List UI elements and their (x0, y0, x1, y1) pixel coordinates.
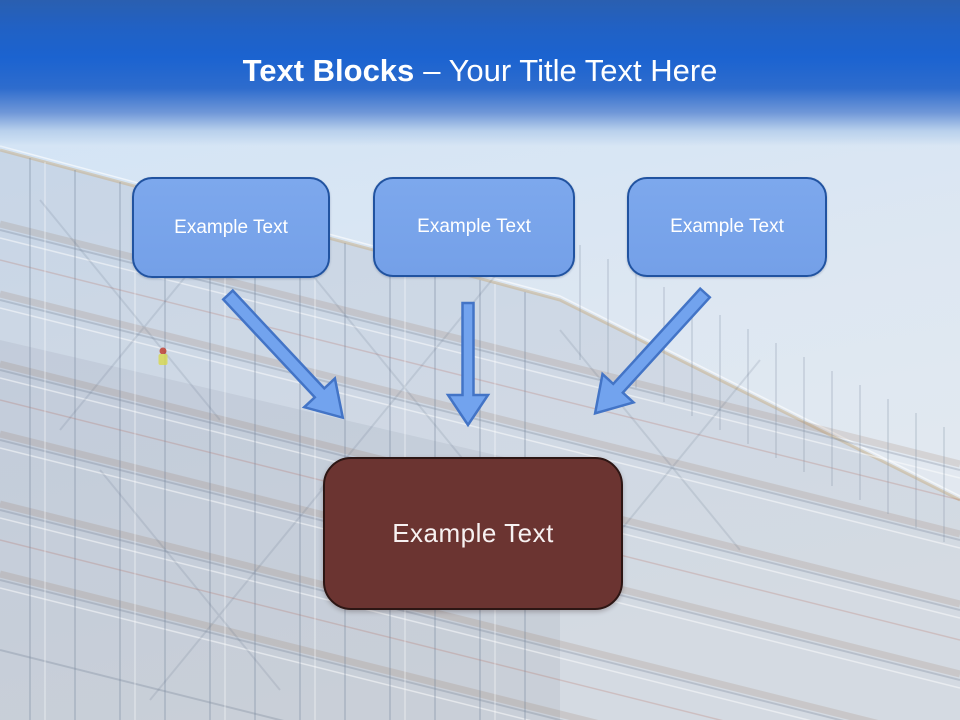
text-block-1-label: Example Text (174, 216, 288, 238)
slide-title: Text Blocks– Your Title Text Here (0, 53, 960, 89)
text-block-1: Example Text (132, 177, 330, 278)
text-block-3: Example Text (627, 177, 827, 277)
result-block: Example Text (323, 457, 623, 610)
header-band (0, 0, 960, 152)
title-bold: Text Blocks (242, 53, 415, 88)
title-rest: – Your Title Text Here (423, 53, 718, 88)
text-block-2: Example Text (373, 177, 575, 277)
text-block-3-label: Example Text (670, 216, 784, 237)
text-block-2-label: Example Text (417, 216, 531, 237)
result-block-label: Example Text (392, 518, 554, 548)
construction-worker (158, 347, 168, 365)
